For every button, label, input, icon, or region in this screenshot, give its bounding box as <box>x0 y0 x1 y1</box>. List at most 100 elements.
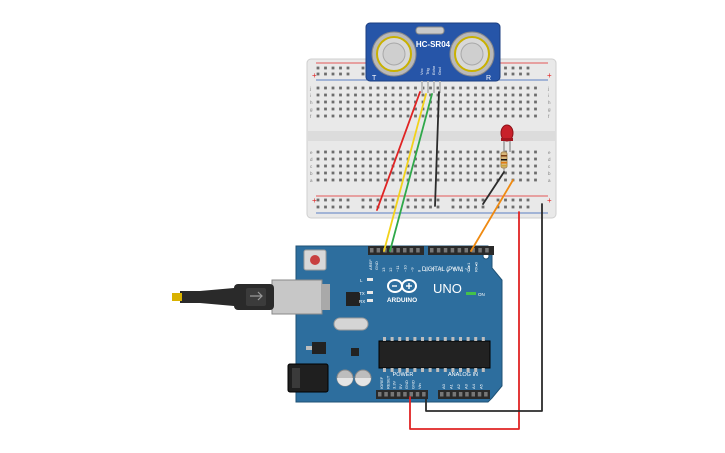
breadboard-hole <box>354 150 357 154</box>
breadboard-hole <box>474 86 477 90</box>
breadboard-hole <box>534 114 537 118</box>
rail-hole <box>331 72 335 76</box>
power-pin-label: GND <box>404 380 409 389</box>
breadboard-hole <box>489 93 492 97</box>
breadboard-hole <box>534 107 537 111</box>
breadboard-hole <box>519 100 522 104</box>
analog-pin-label: A3 <box>464 383 469 389</box>
digital-pin-label: 4 <box>445 269 450 272</box>
arduino-uno-board: ARDUINO UNO L TX RX ON DIGITAL (PWM ~) P… <box>271 245 503 403</box>
breadboard-hole <box>489 157 492 161</box>
breadboard-hole <box>429 164 432 168</box>
header-pin <box>436 248 441 253</box>
breadboard-hole <box>496 114 500 118</box>
breadboard-hole <box>421 178 425 182</box>
breadboard-hole <box>436 164 440 168</box>
rail-hole <box>406 205 410 209</box>
breadboard-hole <box>421 164 425 168</box>
header-pin <box>396 248 400 253</box>
breadboard-hole <box>406 171 410 175</box>
breadboard-hole <box>526 114 530 118</box>
breadboard-hole <box>324 114 327 118</box>
breadboard-hole <box>399 157 402 161</box>
rail-hole <box>519 205 522 209</box>
breadboard-hole <box>391 178 395 182</box>
breadboard-hole <box>376 100 380 104</box>
breadboard-hole <box>406 150 410 154</box>
breadboard-hole <box>361 100 365 104</box>
breadboard-hole <box>481 171 485 175</box>
row-letter: g <box>548 107 551 112</box>
breadboard-hole <box>384 114 387 118</box>
header-pin <box>389 248 394 253</box>
breadboard-hole <box>519 157 522 161</box>
header-pin <box>403 392 407 397</box>
breadboard-hole <box>406 107 410 111</box>
header-pin <box>450 248 455 253</box>
breadboard-hole <box>414 171 417 175</box>
breadboard-hole <box>466 100 470 104</box>
digital-pin-label: 13 <box>381 267 386 272</box>
breadboard-hole <box>376 86 380 90</box>
rail-hole <box>421 205 425 209</box>
breadboard-hole <box>331 164 335 168</box>
rail-hole <box>331 205 335 209</box>
chip-leg <box>428 337 432 341</box>
chip-leg <box>398 337 402 341</box>
rail-hole <box>451 198 455 202</box>
breadboard-hole <box>414 164 417 168</box>
breadboard-hole <box>474 93 477 97</box>
sensor-pin-labels: Vcc Trig Echo Gnd <box>419 65 442 75</box>
rail-plus-right-bottom: + <box>547 196 552 205</box>
chip-leg <box>405 368 409 372</box>
rail-hole <box>451 205 455 209</box>
rail-hole <box>504 198 507 202</box>
analog-pin-label: A5 <box>479 383 484 389</box>
rail-hole <box>369 198 372 202</box>
breadboard-hole <box>436 171 440 175</box>
breadboard-hole <box>496 157 500 161</box>
breadboard-hole <box>466 171 470 175</box>
breadboard-hole <box>429 86 432 90</box>
rail-hole <box>466 198 470 202</box>
breadboard-hole <box>534 93 537 97</box>
rail-hole <box>481 205 485 209</box>
row-letter: f <box>310 114 312 119</box>
sensor-mark-t: T <box>372 75 377 82</box>
breadboard-hole <box>354 93 357 97</box>
breadboard-hole <box>339 93 342 97</box>
header-pin <box>452 392 457 397</box>
breadboard-hole <box>489 86 492 90</box>
breadboard-hole <box>429 93 432 97</box>
breadboard-hole <box>354 100 357 104</box>
breadboard-hole <box>399 178 402 182</box>
breadboard-hole <box>489 150 492 154</box>
resistor <box>500 151 508 172</box>
row-letter: i <box>310 93 311 98</box>
breadboard-hole <box>316 93 320 97</box>
rail-hole <box>346 66 350 70</box>
rail-hole <box>346 198 350 202</box>
breadboard-hole <box>414 107 417 111</box>
breadboard-hole <box>534 164 537 168</box>
breadboard-hole <box>444 100 447 104</box>
breadboard-hole <box>361 171 365 175</box>
breadboard-hole <box>421 107 425 111</box>
breadboard-hole <box>339 157 342 161</box>
row-letter: e <box>310 150 313 155</box>
chip-leg <box>436 368 440 372</box>
breadboard-hole <box>444 157 447 161</box>
breadboard-hole <box>459 100 462 104</box>
rail-hole <box>369 205 372 209</box>
breadboard-hole <box>339 150 342 154</box>
sensor-pin-echo: Echo <box>431 65 436 75</box>
breadboard-hole <box>526 86 530 90</box>
breadboard-hole <box>406 100 410 104</box>
row-letter: b <box>548 171 551 176</box>
row-letter: g <box>310 107 313 112</box>
breadboard-hole <box>429 178 432 182</box>
breadboard-hole <box>534 86 537 90</box>
breadboard-hole <box>526 171 530 175</box>
